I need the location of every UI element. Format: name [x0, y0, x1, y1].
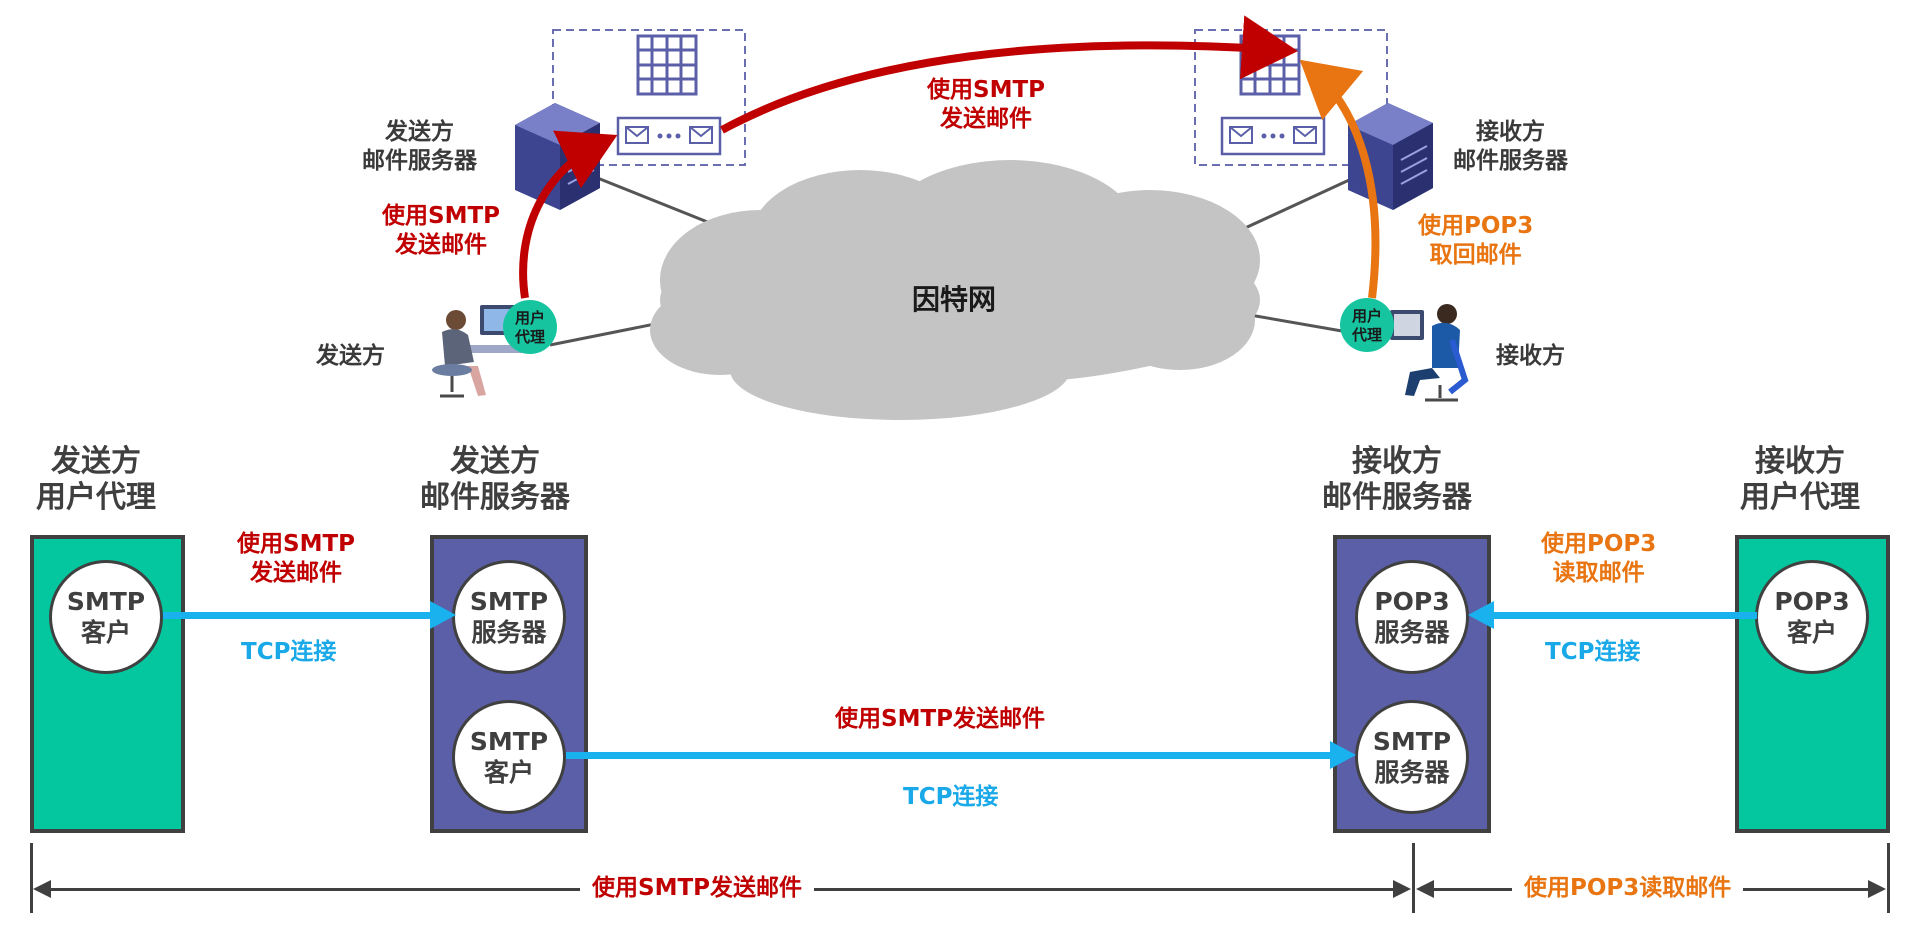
- smtp-server-line1: SMTP: [469, 586, 549, 616]
- link2-tcp-label: TCP连接: [903, 784, 999, 810]
- receiver-agent-title: 接收方 用户代理: [1740, 444, 1860, 516]
- pop3-client-line1: POP3: [1774, 586, 1850, 616]
- sender-agent-title-line1: 发送方: [51, 444, 141, 479]
- internet-cloud: [650, 160, 1260, 420]
- smtp-relay-arrow: [720, 15, 1298, 134]
- receiver-server-title-line1: 接收方: [1352, 444, 1442, 479]
- top-sender-server-line2: 邮件服务器: [362, 148, 477, 175]
- internet-label: 因特网: [912, 283, 997, 316]
- top-sender-server-label: 发送方 邮件服务器: [362, 118, 477, 177]
- smtp-client-relay-line2: 客户: [483, 758, 534, 787]
- link1-tcp-label: TCP连接: [241, 639, 337, 665]
- link3-tcp-label: TCP连接: [1545, 639, 1641, 665]
- tcp-link-3: [1490, 612, 1757, 619]
- smtp-client-line2: 客户: [80, 618, 131, 647]
- span-smtp-head-left: [33, 880, 51, 898]
- network-illustration: 用户 代理 用户 代理: [432, 15, 1469, 420]
- sender-user-agent-box: [30, 535, 185, 833]
- span-tick-mid: [1412, 843, 1415, 913]
- top-smtp-up-line1: 使用SMTP: [382, 203, 500, 229]
- span-tick-right: [1887, 843, 1890, 913]
- top-receiver-label: 接收方: [1496, 343, 1565, 369]
- span-pop3-head-left: [1416, 880, 1434, 898]
- link2-protocol-label: 使用SMTP发送邮件: [835, 706, 1045, 732]
- span-pop3-label: 使用POP3读取邮件: [1512, 874, 1744, 904]
- top-sender-label: 发送方: [316, 343, 385, 369]
- pop3-retrieve-arrow: [1299, 59, 1380, 299]
- sender-user-agent-badge: 用户 代理: [503, 300, 557, 354]
- top-smtp-up-line2: 发送邮件: [395, 232, 487, 259]
- span-smtp-head-right: [1393, 880, 1411, 898]
- smtp-server-line2: 服务器: [471, 618, 547, 647]
- pop3-server-line2: 服务器: [1374, 618, 1450, 647]
- top-smtp-across-label: 使用SMTP 发送邮件: [927, 76, 1045, 135]
- top-receiver-server-line2: 邮件服务器: [1453, 148, 1568, 175]
- smtp-server-relay-line1: SMTP: [1372, 726, 1452, 756]
- sender-ua-line2: 代理: [514, 328, 545, 346]
- smtp-upload-arrow: [519, 130, 618, 299]
- receiver-ua-line1: 用户: [1352, 307, 1382, 325]
- tcp-link-1: [163, 612, 433, 619]
- top-smtp-up-label: 使用SMTP 发送邮件: [382, 202, 500, 261]
- receiver-user-agent-box: [1735, 535, 1890, 833]
- top-smtp-across-line2: 发送邮件: [940, 106, 1032, 133]
- pop3-server-line1: POP3: [1374, 586, 1450, 616]
- top-pop3-up-line2: 取回邮件: [1429, 242, 1522, 269]
- span-smtp-label: 使用SMTP发送邮件: [580, 874, 814, 904]
- sender-server-icon: [515, 103, 600, 210]
- tcp-link-1-head: [430, 601, 456, 629]
- tcp-link-2-head: [1330, 741, 1356, 769]
- receiver-server-title: 接收方 邮件服务器: [1322, 444, 1472, 516]
- sender-ua-line1: 用户: [515, 309, 545, 327]
- link3-protocol-label: 使用POP3 读取邮件: [1541, 530, 1656, 589]
- top-pop3-up-label: 使用POP3 取回邮件: [1418, 212, 1533, 271]
- smtp-client-relay-line1: SMTP: [469, 726, 549, 756]
- receiver-agent-title-line2: 用户代理: [1740, 480, 1860, 515]
- receiver-person-icon: [1390, 304, 1469, 402]
- receiver-agent-title-line1: 接收方: [1755, 444, 1845, 479]
- sender-agent-title-line2: 用户代理: [36, 480, 156, 515]
- sender-server-title: 发送方 邮件服务器: [420, 444, 570, 516]
- receiver-server-title-line2: 邮件服务器: [1322, 480, 1472, 515]
- link3-protocol-line1: 使用POP3: [1541, 531, 1657, 557]
- link1-protocol-label: 使用SMTP 发送邮件: [237, 530, 355, 589]
- top-smtp-across-line1: 使用SMTP: [927, 77, 1045, 103]
- top-sender-server-line1: 发送方: [385, 119, 454, 145]
- sender-server-title-line2: 邮件服务器: [420, 480, 570, 515]
- top-receiver-server-line1: 接收方: [1476, 119, 1545, 145]
- sender-server-title-line1: 发送方: [450, 444, 540, 479]
- smtp-server-relay-line2: 服务器: [1374, 758, 1450, 787]
- span-tick-left: [30, 843, 33, 913]
- link1-protocol-line1: 使用SMTP: [237, 531, 355, 557]
- receiver-ua-line2: 代理: [1351, 326, 1382, 344]
- receiver-user-agent-badge: 用户 代理: [1340, 298, 1394, 352]
- top-pop3-up-line1: 使用POP3: [1418, 213, 1534, 239]
- tcp-link-2: [566, 752, 1336, 759]
- smtp-client-line1: SMTP: [66, 586, 146, 616]
- span-pop3-head-right: [1868, 880, 1886, 898]
- pop3-client-line2: 客户: [1786, 618, 1837, 647]
- sender-agent-title: 发送方 用户代理: [36, 444, 156, 516]
- top-receiver-server-label: 接收方 邮件服务器: [1453, 118, 1568, 177]
- link1-protocol-line2: 发送邮件: [250, 560, 342, 587]
- link3-protocol-line2: 读取邮件: [1552, 560, 1645, 587]
- tcp-link-3-head: [1468, 601, 1494, 629]
